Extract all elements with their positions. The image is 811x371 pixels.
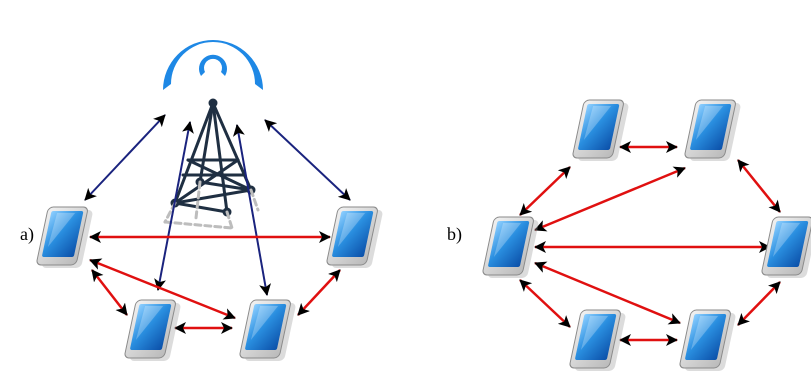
tablet-icon <box>678 309 737 371</box>
wireless-signal-icon <box>163 40 263 90</box>
link-b-left-topright <box>534 166 686 232</box>
device-links-b <box>519 141 781 346</box>
link-b-left-bottomright <box>534 261 681 325</box>
tablet-icon <box>683 99 742 162</box>
link-b-left-bottomleft <box>519 279 571 328</box>
tablet-icon <box>481 216 540 279</box>
link-b-right-bottomright <box>737 281 781 326</box>
link-d2d-right-bottomright <box>297 269 341 316</box>
tablet-icon <box>568 309 627 371</box>
device-links <box>89 231 341 334</box>
panel-b-label: b) <box>447 224 462 245</box>
tablet-icon <box>760 216 811 279</box>
link-d2d-left-bottomleft <box>91 269 128 316</box>
tablet-icon <box>35 206 94 269</box>
link-b-left-topleft <box>519 166 571 216</box>
link-bs-left <box>84 114 166 201</box>
base-station-links <box>84 114 351 296</box>
tablet-icon <box>238 299 297 362</box>
tablet-icon <box>123 299 182 362</box>
panel-a: a) <box>20 40 384 362</box>
tablet-icon <box>325 206 384 269</box>
panel-b: b) <box>447 99 811 371</box>
panel-a-label: a) <box>20 224 34 245</box>
link-bs-right <box>264 119 351 201</box>
link-bs-bottom-right <box>233 124 271 296</box>
link-b-topright-right <box>737 159 781 213</box>
tablet-icon <box>571 99 630 162</box>
